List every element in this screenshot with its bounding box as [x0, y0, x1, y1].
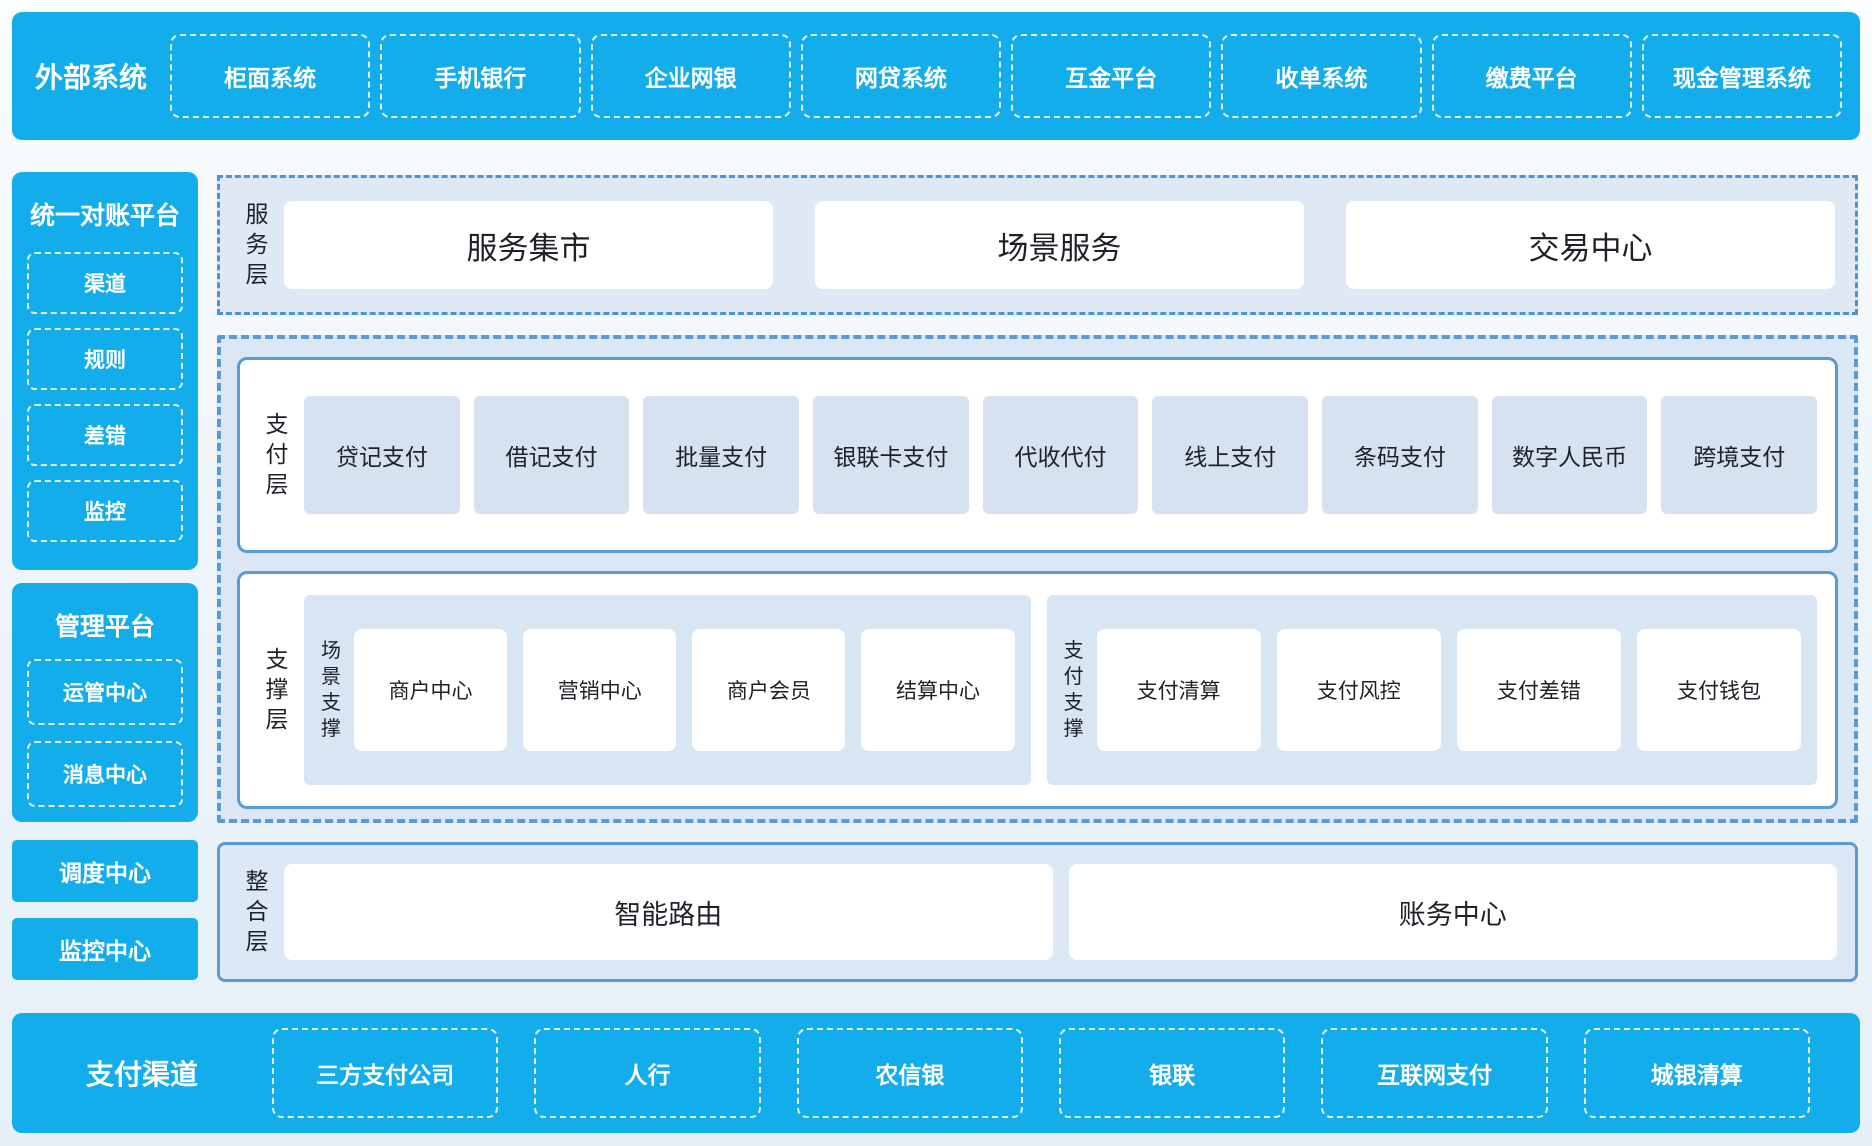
payment-support-node: 支付清算 — [1097, 629, 1261, 751]
scene-support-label: 场景支撑 — [318, 638, 344, 742]
payment-node: 数字人民币 — [1492, 396, 1648, 514]
payment-channel-node: 银联 — [1059, 1028, 1285, 1118]
reconciliation-node: 渠道 — [27, 252, 183, 314]
external-system-node: 企业网银 — [591, 34, 791, 118]
external-systems-bar: 外部系统 柜面系统 手机银行 企业网银 网贷系统 互金平台 收单系统 缴费平台 … — [12, 12, 1860, 140]
management-platform-title: 管理平台 — [12, 583, 198, 643]
management-platform-block: 管理平台 运管中心 消息中心 — [12, 583, 198, 822]
payment-node: 跨境支付 — [1661, 396, 1817, 514]
payment-support-node: 支付差错 — [1457, 629, 1621, 751]
integration-layer-cards: 智能路由 账务中心 — [284, 864, 1837, 960]
external-system-node: 互金平台 — [1011, 34, 1211, 118]
payment-channel-node: 互联网支付 — [1321, 1028, 1547, 1118]
reconciliation-node: 规则 — [27, 328, 183, 390]
payment-support-cards: 支付清算 支付风控 支付差错 支付钱包 — [1097, 629, 1801, 751]
payment-support-node: 支付钱包 — [1637, 629, 1801, 751]
management-items: 运管中心 消息中心 — [12, 643, 198, 807]
integration-node: 账务中心 — [1069, 864, 1838, 960]
payment-channels-title: 支付渠道 — [12, 1053, 272, 1093]
monitor-center-block: 监控中心 — [12, 918, 198, 980]
reconciliation-platform-title: 统一对账平台 — [12, 172, 198, 232]
scene-support-node: 商户中心 — [354, 629, 507, 751]
reconciliation-platform-block: 统一对账平台 渠道 规则 差错 监控 — [12, 172, 198, 570]
reconciliation-node: 差错 — [27, 404, 183, 466]
payment-node: 借记支付 — [474, 396, 630, 514]
support-layer-panel: 支撑层 场景支撑 商户中心 营销中心 商户会员 结算中心 支付支撑 支付清算 支… — [237, 571, 1838, 809]
payment-channel-node: 城银清算 — [1584, 1028, 1810, 1118]
payment-node: 银联卡支付 — [813, 396, 969, 514]
external-systems-items: 柜面系统 手机银行 企业网银 网贷系统 互金平台 收单系统 缴费平台 现金管理系… — [170, 34, 1842, 118]
payment-node: 线上支付 — [1152, 396, 1308, 514]
service-node: 服务集市 — [284, 201, 773, 289]
payment-layer-panel: 支付层 贷记支付 借记支付 批量支付 银联卡支付 代收代付 线上支付 条码支付 … — [237, 357, 1838, 553]
payment-support-node: 支付风控 — [1277, 629, 1441, 751]
service-node: 场景服务 — [815, 201, 1304, 289]
service-layer-cards: 服务集市 场景服务 交易中心 — [284, 201, 1835, 289]
external-systems-title: 外部系统 — [12, 56, 170, 96]
integration-node: 智能路由 — [284, 864, 1053, 960]
support-layer-label: 支撑层 — [260, 645, 294, 735]
integration-layer-label: 整合层 — [240, 867, 274, 957]
external-system-node: 柜面系统 — [170, 34, 370, 118]
service-layer-label: 服务层 — [240, 200, 274, 290]
payment-channel-node: 农信银 — [797, 1028, 1023, 1118]
support-layer-groups: 场景支撑 商户中心 营销中心 商户会员 结算中心 支付支撑 支付清算 支付风控 … — [304, 595, 1817, 785]
service-node: 交易中心 — [1346, 201, 1835, 289]
scene-support-node: 结算中心 — [861, 629, 1014, 751]
scene-support-node: 营销中心 — [523, 629, 676, 751]
scene-support-cards: 商户中心 营销中心 商户会员 结算中心 — [354, 629, 1015, 751]
payment-channel-node: 三方支付公司 — [272, 1028, 498, 1118]
payment-channel-node: 人行 — [534, 1028, 760, 1118]
external-system-node: 手机银行 — [380, 34, 580, 118]
payment-channels-items: 三方支付公司 人行 农信银 银联 互联网支付 城银清算 — [272, 1028, 1810, 1118]
reconciliation-node: 监控 — [27, 480, 183, 542]
payment-support-label: 支付支撑 — [1061, 638, 1087, 742]
dispatch-center-block: 调度中心 — [12, 840, 198, 902]
payment-support-group: 支付支撑 支付清算 支付风控 支付差错 支付钱包 — [1047, 595, 1817, 785]
payment-node: 批量支付 — [643, 396, 799, 514]
payment-layer-label: 支付层 — [260, 410, 294, 500]
payment-node: 代收代付 — [983, 396, 1139, 514]
management-node: 消息中心 — [27, 741, 183, 807]
reconciliation-items: 渠道 规则 差错 监控 — [12, 232, 198, 542]
service-layer-panel: 服务层 服务集市 场景服务 交易中心 — [217, 175, 1858, 315]
external-system-node: 收单系统 — [1221, 34, 1421, 118]
external-system-node: 缴费平台 — [1432, 34, 1632, 118]
external-system-node: 网贷系统 — [801, 34, 1001, 118]
external-system-node: 现金管理系统 — [1642, 34, 1842, 118]
payment-channels-bar: 支付渠道 三方支付公司 人行 农信银 银联 互联网支付 城银清算 — [12, 1013, 1860, 1133]
payment-node: 条码支付 — [1322, 396, 1478, 514]
scene-support-node: 商户会员 — [692, 629, 845, 751]
scene-support-group: 场景支撑 商户中心 营销中心 商户会员 结算中心 — [304, 595, 1031, 785]
payment-layer-cards: 贷记支付 借记支付 批量支付 银联卡支付 代收代付 线上支付 条码支付 数字人民… — [304, 396, 1817, 514]
integration-layer-panel: 整合层 智能路由 账务中心 — [217, 842, 1858, 982]
management-node: 运管中心 — [27, 659, 183, 725]
core-layers-container: 支付层 贷记支付 借记支付 批量支付 银联卡支付 代收代付 线上支付 条码支付 … — [217, 335, 1858, 823]
payment-node: 贷记支付 — [304, 396, 460, 514]
